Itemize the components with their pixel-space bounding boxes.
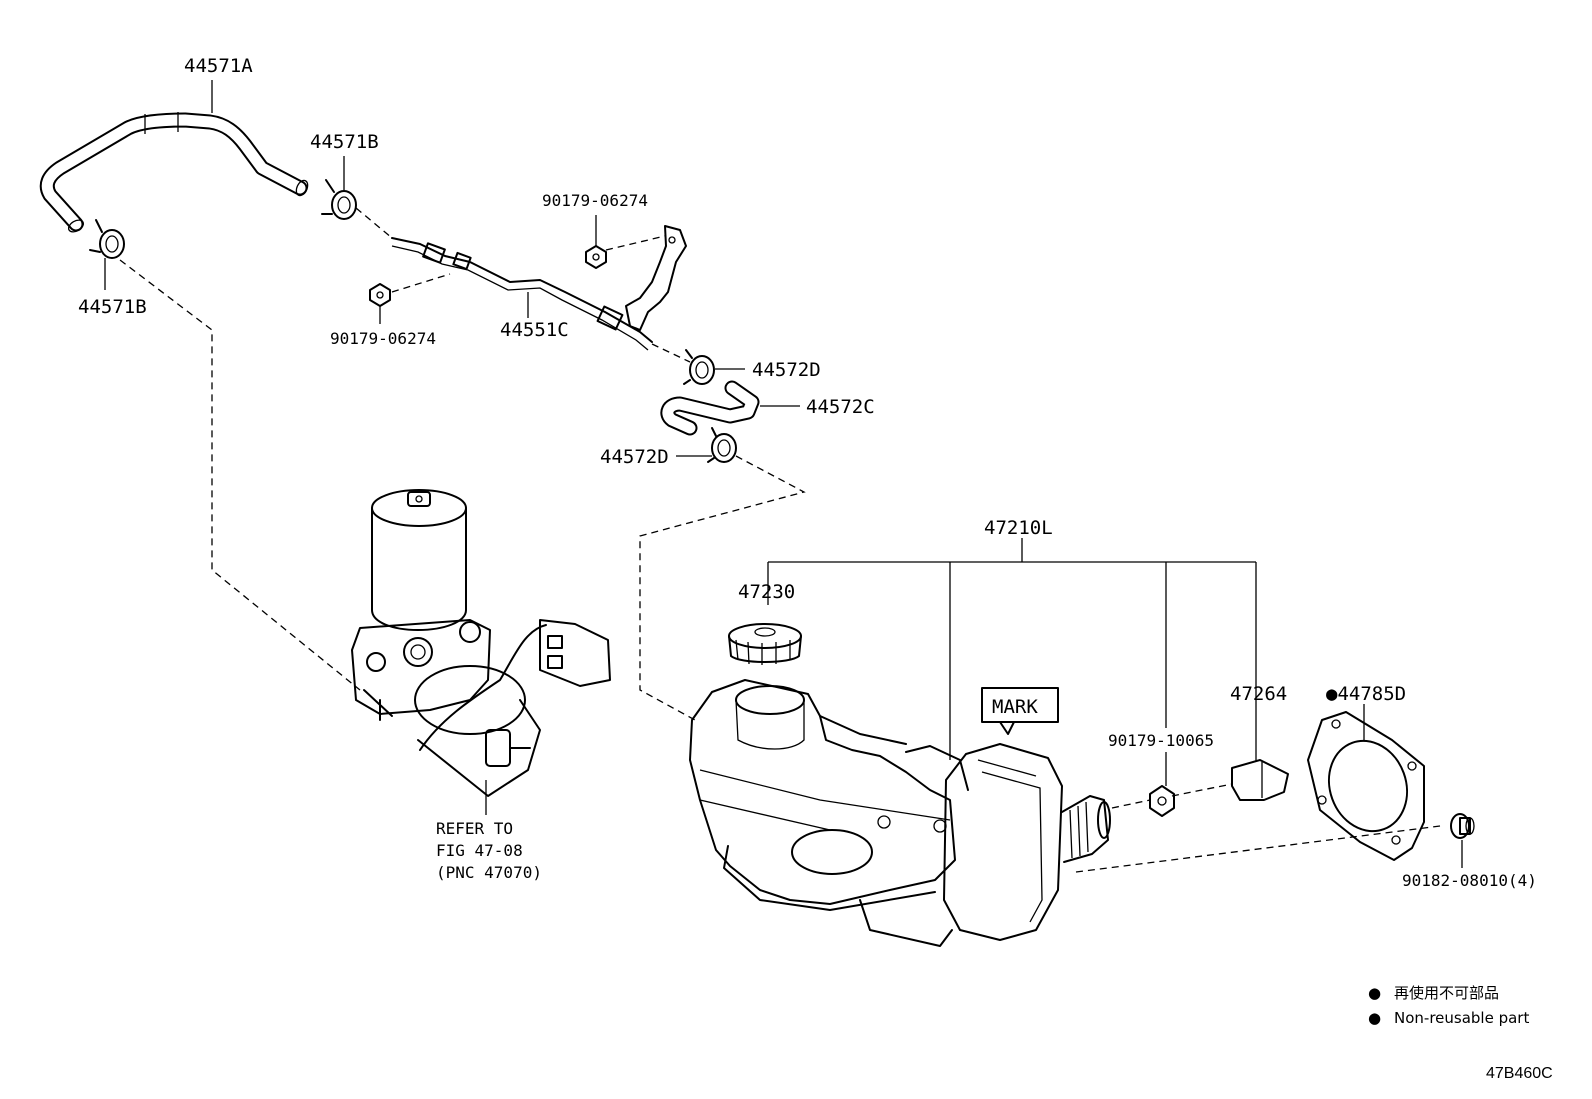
figure-code: 47B460C	[1486, 1065, 1553, 1082]
mark-callout	[981, 687, 1059, 735]
reservoir-cap-47230	[728, 623, 802, 665]
label-90182-08010: 90182-08010(4)	[1402, 871, 1537, 890]
label-47230: 47230	[738, 581, 795, 603]
gasket-44785d	[1307, 711, 1425, 861]
label-44551c: 44551C	[500, 319, 569, 341]
clip-47264	[1231, 759, 1289, 801]
refer-line-1: REFER TO	[436, 819, 513, 838]
label-90179-06274-top: 90179-06274	[542, 191, 648, 210]
pipe-44551c	[391, 237, 653, 351]
clamp-44572d-top	[683, 349, 715, 385]
label-44785d: ●44785D	[1326, 683, 1406, 705]
label-44572d-top: 44572D	[752, 359, 821, 381]
label-47264: 47264	[1230, 683, 1287, 705]
hose-44571a	[39, 112, 309, 233]
pipe-bracket	[625, 225, 687, 331]
bolt-90179-06274-left	[369, 283, 391, 307]
connection-lines	[119, 207, 1441, 873]
legend-bullet-jp: ●	[1368, 984, 1381, 1002]
clamp-44572d-bottom	[707, 427, 737, 463]
callout-labels: 44571A 44571B 44571B 90179-06274 90179-0…	[78, 55, 1537, 890]
legend: ● 再使用不可部品 ● Non-reusable part	[1368, 984, 1529, 1027]
refer-line-2: FIG 47-08	[436, 841, 523, 860]
label-44571b-top: 44571B	[310, 131, 379, 153]
bolt-90179-10065	[1149, 785, 1175, 817]
label-44571a: 44571A	[184, 55, 253, 77]
legend-bullet-en: ●	[1368, 1009, 1381, 1027]
hose-44572c	[660, 380, 760, 436]
legend-japanese: 再使用不可部品	[1394, 984, 1499, 1002]
leader-47210l	[767, 538, 1257, 760]
refer-line-3: (PNC 47070)	[436, 863, 542, 882]
label-90179-10065: 90179-10065	[1108, 731, 1214, 750]
nut-90182-08010	[1450, 813, 1475, 839]
label-90179-06274-left: 90179-06274	[330, 329, 436, 348]
bolt-90179-06274-top	[585, 245, 607, 269]
label-mark: MARK	[992, 696, 1038, 718]
legend-english: Non-reusable part	[1394, 1009, 1529, 1027]
clamp-44571b-left	[89, 219, 125, 259]
brake-pump-assembly	[351, 489, 611, 797]
label-44571b-left: 44571B	[78, 296, 147, 318]
label-44572c: 44572C	[806, 396, 875, 418]
label-47210l: 47210L	[984, 517, 1053, 539]
master-cylinder-booster-47210l	[689, 679, 1111, 947]
clamp-44571b-top	[321, 179, 357, 220]
label-44572d-bottom: 44572D	[600, 446, 669, 468]
